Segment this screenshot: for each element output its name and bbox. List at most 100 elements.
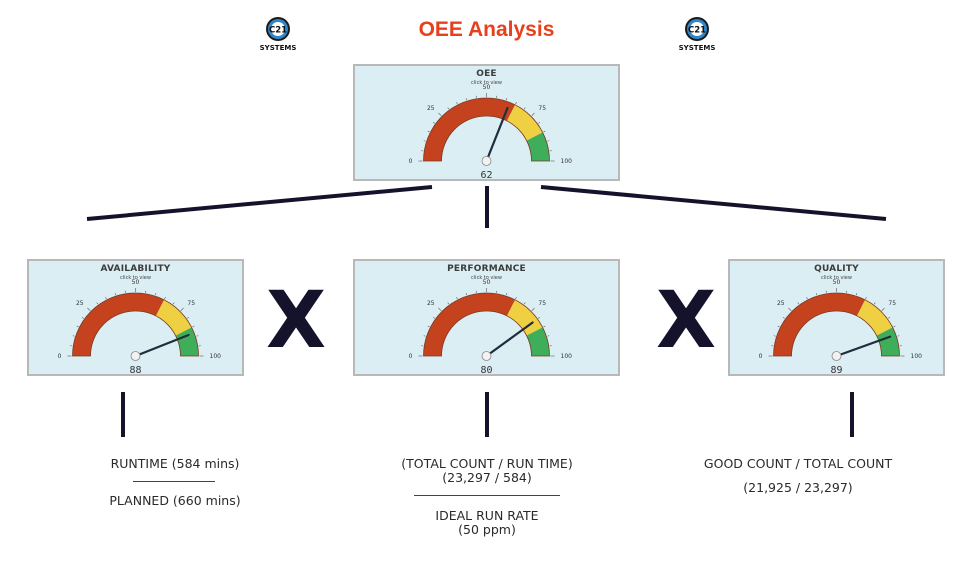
gauge-needle xyxy=(485,321,534,358)
gauge-tick-mark xyxy=(788,307,792,311)
availability-formula-numerator: RUNTIME (584 mins) xyxy=(110,456,240,471)
gauge-zone-red xyxy=(423,293,516,356)
performance-gauge-hint: click to view xyxy=(471,275,502,281)
tick-label-100: 100 xyxy=(911,353,923,360)
availability-gauge-title: AVAILABILITY xyxy=(100,264,171,274)
gauge-tick-mark xyxy=(873,302,876,305)
gauge-zone-green xyxy=(175,327,199,356)
gauge-tick-mark xyxy=(505,98,508,101)
company-logo-left: C21 SYSTEMS xyxy=(256,14,300,54)
tick-label-0: 0 xyxy=(409,158,413,165)
gauge-zone-yellow xyxy=(856,299,893,336)
gauge-minor-ticks xyxy=(768,288,905,357)
logo-left-bottom-text: SYSTEMS xyxy=(260,44,297,52)
gauge-tick-mark xyxy=(87,307,91,311)
gauge-tick-mark xyxy=(773,335,776,337)
performance-formula-line2: (23,297 / 584) xyxy=(442,470,532,485)
gauge-tick-mark xyxy=(465,98,468,101)
oee-gauge-dial: 0 25 50 75 100 62 xyxy=(409,84,573,179)
gauge-minor-ticks xyxy=(418,93,555,162)
availability-formula-divider xyxy=(133,481,215,482)
gauge-tick-mark xyxy=(855,293,858,296)
gauge-tick-mark xyxy=(423,140,426,142)
tick-label-100: 100 xyxy=(561,158,573,165)
gauge-zone-yellow xyxy=(506,299,543,336)
performance-formula-line1: (TOTAL COUNT / RUN TIME) xyxy=(401,456,573,471)
gauge-tick-mark xyxy=(180,307,184,311)
gauge-tick-mark xyxy=(447,107,450,110)
gauge-zone-green xyxy=(526,132,550,161)
gauge-tick-mark xyxy=(427,325,430,328)
gauge-tick-mark xyxy=(806,297,808,300)
availability-formula-denominator: PLANNED (660 mins) xyxy=(109,493,241,508)
gauge-tick-mark xyxy=(782,316,785,319)
logo-right-top-text: C21 xyxy=(688,26,706,36)
gauge-tick-mark xyxy=(96,302,99,305)
tick-label-0: 0 xyxy=(759,353,763,360)
tick-label-75: 75 xyxy=(888,300,896,307)
oee-gauge-value: 62 xyxy=(480,170,492,179)
gauge-tick-mark xyxy=(154,293,157,296)
gauge-tick-mark xyxy=(897,335,900,337)
gauge-minor-ticks xyxy=(418,288,555,357)
gauge-tick-mark xyxy=(543,130,546,133)
performance-gauge-value: 80 xyxy=(480,365,492,374)
tick-label-75: 75 xyxy=(538,300,546,307)
gauge-tick-mark xyxy=(76,325,79,328)
tick-label-100: 100 xyxy=(210,353,222,360)
quality-gauge-panel[interactable]: QUALITY click to view 0 25 50 75 100 89 xyxy=(728,259,945,376)
gauge-tick-mark xyxy=(72,335,75,337)
gauge-tick-mark xyxy=(777,325,780,328)
tick-label-75: 75 xyxy=(538,105,546,112)
oee-gauge-panel[interactable]: OEE click to view 0 25 50 75 100 62 xyxy=(353,64,620,181)
quality-gauge-value: 89 xyxy=(830,365,842,374)
gauge-tick-mark xyxy=(164,297,166,300)
gauge-hub xyxy=(481,156,492,166)
gauge-arc-outline xyxy=(773,292,900,357)
gauge-needle xyxy=(134,333,190,358)
gauge-hub xyxy=(831,351,842,361)
gauge-tick-mark xyxy=(196,335,199,337)
gauge-zone-green xyxy=(526,327,550,356)
quality-formula-line2: (21,925 / 23,297) xyxy=(743,480,853,495)
gauge-zone-yellow xyxy=(155,299,192,336)
tick-label-25: 25 xyxy=(777,300,785,307)
gauge-minor-ticks xyxy=(67,288,204,357)
gauge-tick-mark xyxy=(427,130,430,133)
tick-label-50: 50 xyxy=(483,84,491,91)
page-title: OEE Analysis xyxy=(418,18,555,41)
gauge-zone-green xyxy=(876,327,900,356)
gauge-tick-mark xyxy=(888,316,891,319)
tick-label-25: 25 xyxy=(427,300,435,307)
gauge-hub xyxy=(481,351,492,361)
gauge-tick-mark xyxy=(531,112,535,116)
tick-label-0: 0 xyxy=(58,353,62,360)
gauge-tick-mark xyxy=(547,140,550,142)
quality-gauge-dial: 0 25 50 75 100 89 xyxy=(759,279,923,374)
gauge-tick-mark xyxy=(432,316,435,319)
gauge-tick-mark xyxy=(515,297,517,300)
tick-label-0: 0 xyxy=(409,353,413,360)
gauge-zone-red xyxy=(72,293,165,356)
gauge-tick-mark xyxy=(515,102,517,105)
gauge-tick-mark xyxy=(538,316,541,319)
gauge-tick-mark xyxy=(523,302,526,305)
tick-label-100: 100 xyxy=(561,353,573,360)
quality-gauge-hint: click to view xyxy=(821,275,852,281)
multiply-operator-1: X xyxy=(266,276,327,366)
gauge-tick-mark xyxy=(523,107,526,110)
gauge-tick-mark xyxy=(423,335,426,337)
tick-label-50: 50 xyxy=(132,279,140,286)
tick-label-25: 25 xyxy=(427,105,435,112)
gauge-hub xyxy=(130,351,141,361)
gauge-tick-mark xyxy=(815,293,818,296)
oee-gauge-title: OEE xyxy=(476,69,497,79)
availability-gauge-panel[interactable]: AVAILABILITY click to view 0 25 50 75 10… xyxy=(27,259,244,376)
availability-gauge-dial: 0 25 50 75 100 88 xyxy=(58,279,222,374)
performance-gauge-dial: 0 25 50 75 100 80 xyxy=(409,279,573,374)
performance-formula-line3: IDEAL RUN RATE xyxy=(435,508,539,523)
logo-right-bottom-text: SYSTEMS xyxy=(679,44,716,52)
oee-gauge-hint: click to view xyxy=(471,80,502,86)
performance-gauge-panel[interactable]: PERFORMANCE click to view 0 25 50 75 100… xyxy=(353,259,620,376)
